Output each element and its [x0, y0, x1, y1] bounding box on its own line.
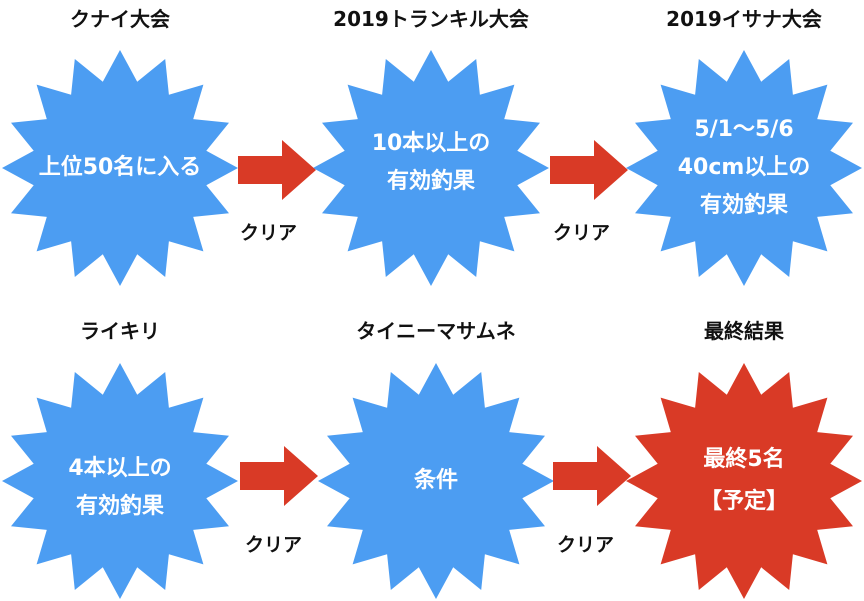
stage-4-line-2: 有効釣果: [75, 494, 164, 519]
burst-shape: [626, 363, 862, 599]
stage-3-text: 5/1〜5/6 40cm以上の 有効釣果: [624, 48, 864, 288]
stage-3-line-2: 40cm以上の: [677, 155, 811, 180]
stage-4-title: ライキリ: [80, 319, 160, 343]
stage-4-text: 4本以上の 有効釣果: [0, 361, 240, 601]
stage-5-line-1: 条件: [413, 468, 458, 493]
arrow-right-icon: [238, 140, 316, 200]
connector-3-label: クリア: [245, 534, 303, 556]
stage-2-line-2: 有効釣果: [386, 169, 475, 194]
connector-2-label: クリア: [553, 222, 611, 244]
stage-3-line-3: 有効釣果: [699, 193, 788, 218]
connector-1-label: クリア: [240, 222, 298, 244]
arrow-right-icon: [240, 446, 318, 506]
stage-1-line-1: 上位50名に入る: [38, 155, 202, 180]
stage-2-line-1: 10本以上の: [371, 131, 491, 156]
stage-6-line-2: 【予定】: [699, 489, 788, 514]
stage-5-text: 条件: [316, 361, 556, 601]
stage-3-title: 2019イサナ大会: [666, 7, 822, 31]
stage-5-burst: 条件: [316, 361, 556, 601]
stage-4-line-1: 4本以上の: [68, 456, 172, 481]
stage-1-title: クナイ大会: [70, 7, 170, 31]
connector-4-label: クリア: [557, 534, 615, 556]
stage-6-burst: 最終5名 【予定】: [624, 361, 864, 601]
stage-3-burst: 5/1〜5/6 40cm以上の 有効釣果: [624, 48, 864, 288]
burst-shape: [2, 50, 238, 286]
burst-shape: [313, 50, 549, 286]
stage-6-text: 最終5名 【予定】: [624, 361, 864, 601]
burst-shape: [318, 363, 554, 599]
stage-2-title: 2019トランキル大会: [333, 7, 529, 31]
stage-6-line-1: 最終5名: [703, 447, 785, 472]
stage-1-burst: 上位50名に入る: [0, 48, 240, 288]
stage-3-line-1: 5/1〜5/6: [694, 117, 794, 142]
stage-5-title: タイニーマサムネ: [356, 319, 516, 343]
arrow-right-icon: [550, 140, 628, 200]
stage-6-title: 最終結果: [704, 319, 784, 343]
burst-shape: [626, 50, 862, 286]
stage-2-burst: 10本以上の 有効釣果: [311, 48, 551, 288]
stage-2-text: 10本以上の 有効釣果: [311, 48, 551, 288]
burst-shape: [2, 363, 238, 599]
stage-1-text: 上位50名に入る: [0, 48, 240, 288]
arrow-right-icon: [553, 446, 631, 506]
stage-4-burst: 4本以上の 有効釣果: [0, 361, 240, 601]
